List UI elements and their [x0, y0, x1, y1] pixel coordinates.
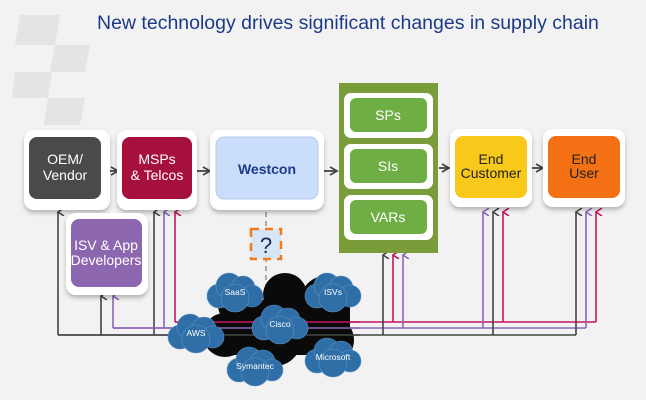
node-label: & Telcos — [131, 167, 184, 183]
cloud-saas: SaaS — [206, 272, 264, 313]
node-label: End — [479, 151, 504, 167]
node-label: OEM/ — [47, 151, 83, 167]
cloud-label: AWS — [186, 328, 205, 338]
node-label: Developers — [71, 252, 142, 268]
node-label: End — [572, 151, 597, 167]
node-isv-developers[interactable]: ISV & App Developers — [66, 213, 148, 295]
node-westcon[interactable]: Westcon — [210, 130, 324, 210]
cloud-aws: AWS — [167, 313, 225, 354]
node-end-user[interactable]: End User — [543, 129, 625, 207]
node-end-customer[interactable]: End Customer — [450, 129, 532, 207]
node-group-resellers: SPs SIs VARs — [339, 83, 438, 253]
cloud-label: Symantec — [236, 361, 275, 371]
node-vars[interactable]: VARs — [344, 195, 433, 240]
cloud-cisco: Cisco — [251, 304, 309, 345]
cloud-label: Cisco — [269, 319, 291, 329]
node-label: ISV & App — [74, 237, 138, 253]
node-label: MSPs — [138, 151, 175, 167]
question-mark: ? — [260, 233, 272, 258]
node-label: VARs — [371, 209, 406, 225]
cloud-label: Microsoft — [316, 352, 351, 362]
node-oem-vendor[interactable]: OEM/ Vendor — [24, 130, 110, 210]
node-label: User — [569, 165, 599, 181]
node-label: SPs — [375, 107, 401, 123]
cloud-label: SaaS — [225, 287, 246, 297]
node-label: Customer — [461, 165, 522, 181]
cloud-isvs: ISVs — [304, 272, 362, 313]
node-label: SIs — [378, 158, 398, 174]
node-sps[interactable]: SPs — [344, 93, 433, 138]
cloud-symantec: Symantec — [226, 346, 284, 387]
decorative-pattern — [12, 15, 90, 125]
node-msps-telcos[interactable]: MSPs & Telcos — [117, 130, 197, 210]
cloud-label: ISVs — [324, 287, 342, 297]
page-title: New technology drives significant change… — [97, 12, 599, 34]
node-label: Vendor — [43, 167, 88, 183]
cloud-microsoft: Microsoft — [304, 337, 362, 378]
node-sis[interactable]: SIs — [344, 144, 433, 189]
unknown-question-box: ? — [249, 227, 283, 261]
node-label: Westcon — [238, 161, 296, 177]
